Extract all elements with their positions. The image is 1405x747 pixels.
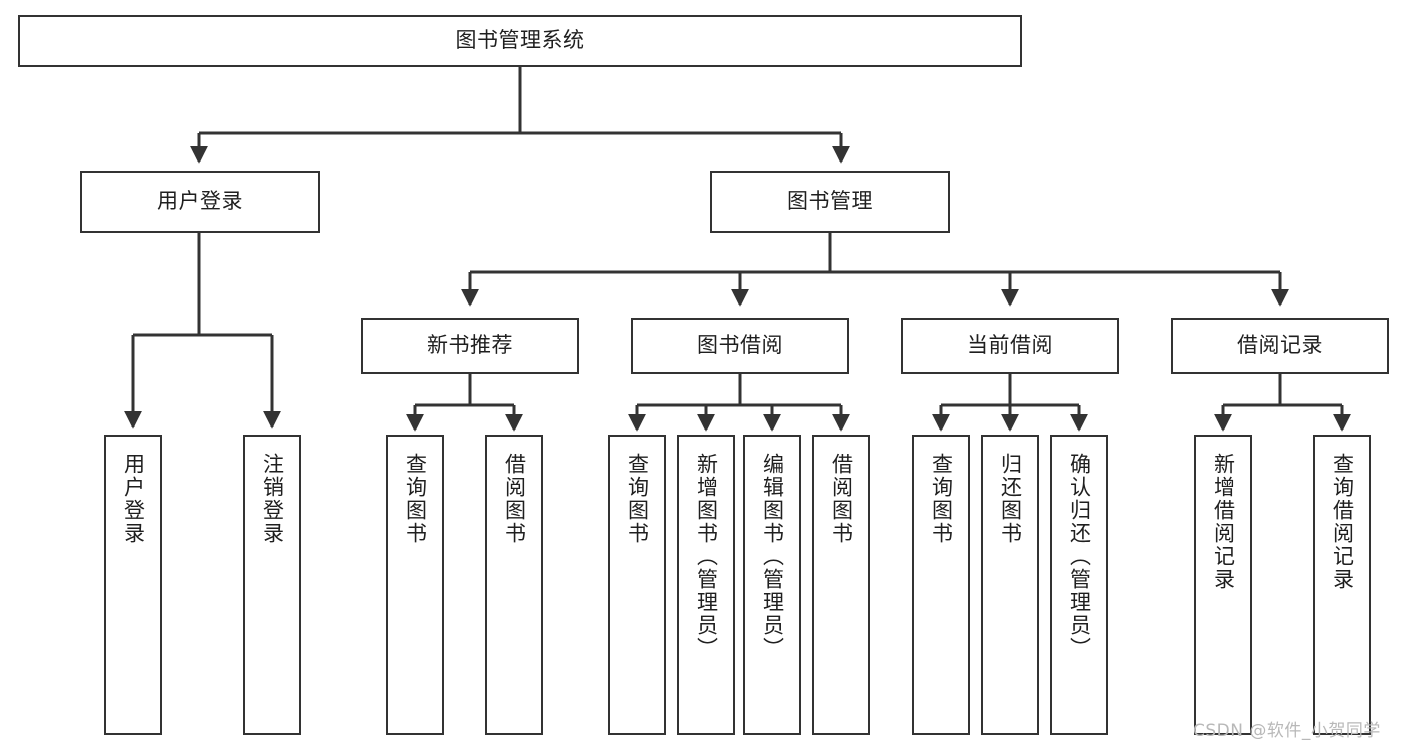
node-root[interactable]: 图书管理系统 xyxy=(18,15,1022,67)
node-leaf-confirm-return[interactable]: 确认归还（管理员） xyxy=(1050,435,1108,735)
node-leaf-borrow-book-1-label: 借阅图书 xyxy=(502,453,527,545)
node-leaf-query-book-1[interactable]: 查询图书 xyxy=(386,435,444,735)
node-leaf-add-book-label: 新增图书（管理员） xyxy=(694,453,719,660)
node-borrow-record[interactable]: 借阅记录 xyxy=(1171,318,1389,374)
node-leaf-query-book-2-label: 查询图书 xyxy=(625,453,650,545)
node-leaf-add-record[interactable]: 新增借阅记录 xyxy=(1194,435,1252,735)
node-root-label: 图书管理系统 xyxy=(455,28,585,53)
node-current-borrow-label: 当前借阅 xyxy=(967,333,1053,358)
node-leaf-add-book[interactable]: 新增图书（管理员） xyxy=(677,435,735,735)
node-leaf-query-record[interactable]: 查询借阅记录 xyxy=(1313,435,1371,735)
node-current-borrow[interactable]: 当前借阅 xyxy=(901,318,1119,374)
node-leaf-user-logout-label: 注销登录 xyxy=(260,453,285,545)
node-book-borrow-label: 图书借阅 xyxy=(697,333,783,358)
node-leaf-return-book[interactable]: 归还图书 xyxy=(981,435,1039,735)
node-leaf-user-login-label: 用户登录 xyxy=(121,453,146,545)
node-leaf-borrow-book-2[interactable]: 借阅图书 xyxy=(812,435,870,735)
node-new-book-recommend-label: 新书推荐 xyxy=(427,333,513,358)
node-book-manage[interactable]: 图书管理 xyxy=(710,171,950,233)
node-leaf-query-book-1-label: 查询图书 xyxy=(403,453,428,545)
node-leaf-user-logout[interactable]: 注销登录 xyxy=(243,435,301,735)
node-leaf-query-book-2[interactable]: 查询图书 xyxy=(608,435,666,735)
node-leaf-query-book-3[interactable]: 查询图书 xyxy=(912,435,970,735)
node-book-borrow[interactable]: 图书借阅 xyxy=(631,318,849,374)
node-leaf-borrow-book-1[interactable]: 借阅图书 xyxy=(485,435,543,735)
node-user-login[interactable]: 用户登录 xyxy=(80,171,320,233)
csdn-watermark: CSDN @软件_小贺同学 xyxy=(1193,721,1381,741)
node-leaf-user-login[interactable]: 用户登录 xyxy=(104,435,162,735)
node-book-manage-label: 图书管理 xyxy=(787,189,873,214)
node-leaf-edit-book[interactable]: 编辑图书（管理员） xyxy=(743,435,801,735)
node-leaf-return-book-label: 归还图书 xyxy=(998,453,1023,545)
node-user-login-label: 用户登录 xyxy=(157,189,243,214)
node-borrow-record-label: 借阅记录 xyxy=(1237,333,1323,358)
node-leaf-query-record-label: 查询借阅记录 xyxy=(1330,453,1355,591)
node-leaf-confirm-return-label: 确认归还（管理员） xyxy=(1067,453,1092,660)
node-leaf-query-book-3-label: 查询图书 xyxy=(929,453,954,545)
node-leaf-add-record-label: 新增借阅记录 xyxy=(1211,453,1236,591)
node-leaf-borrow-book-2-label: 借阅图书 xyxy=(829,453,854,545)
node-new-book-recommend[interactable]: 新书推荐 xyxy=(361,318,579,374)
node-leaf-edit-book-label: 编辑图书（管理员） xyxy=(760,453,785,660)
